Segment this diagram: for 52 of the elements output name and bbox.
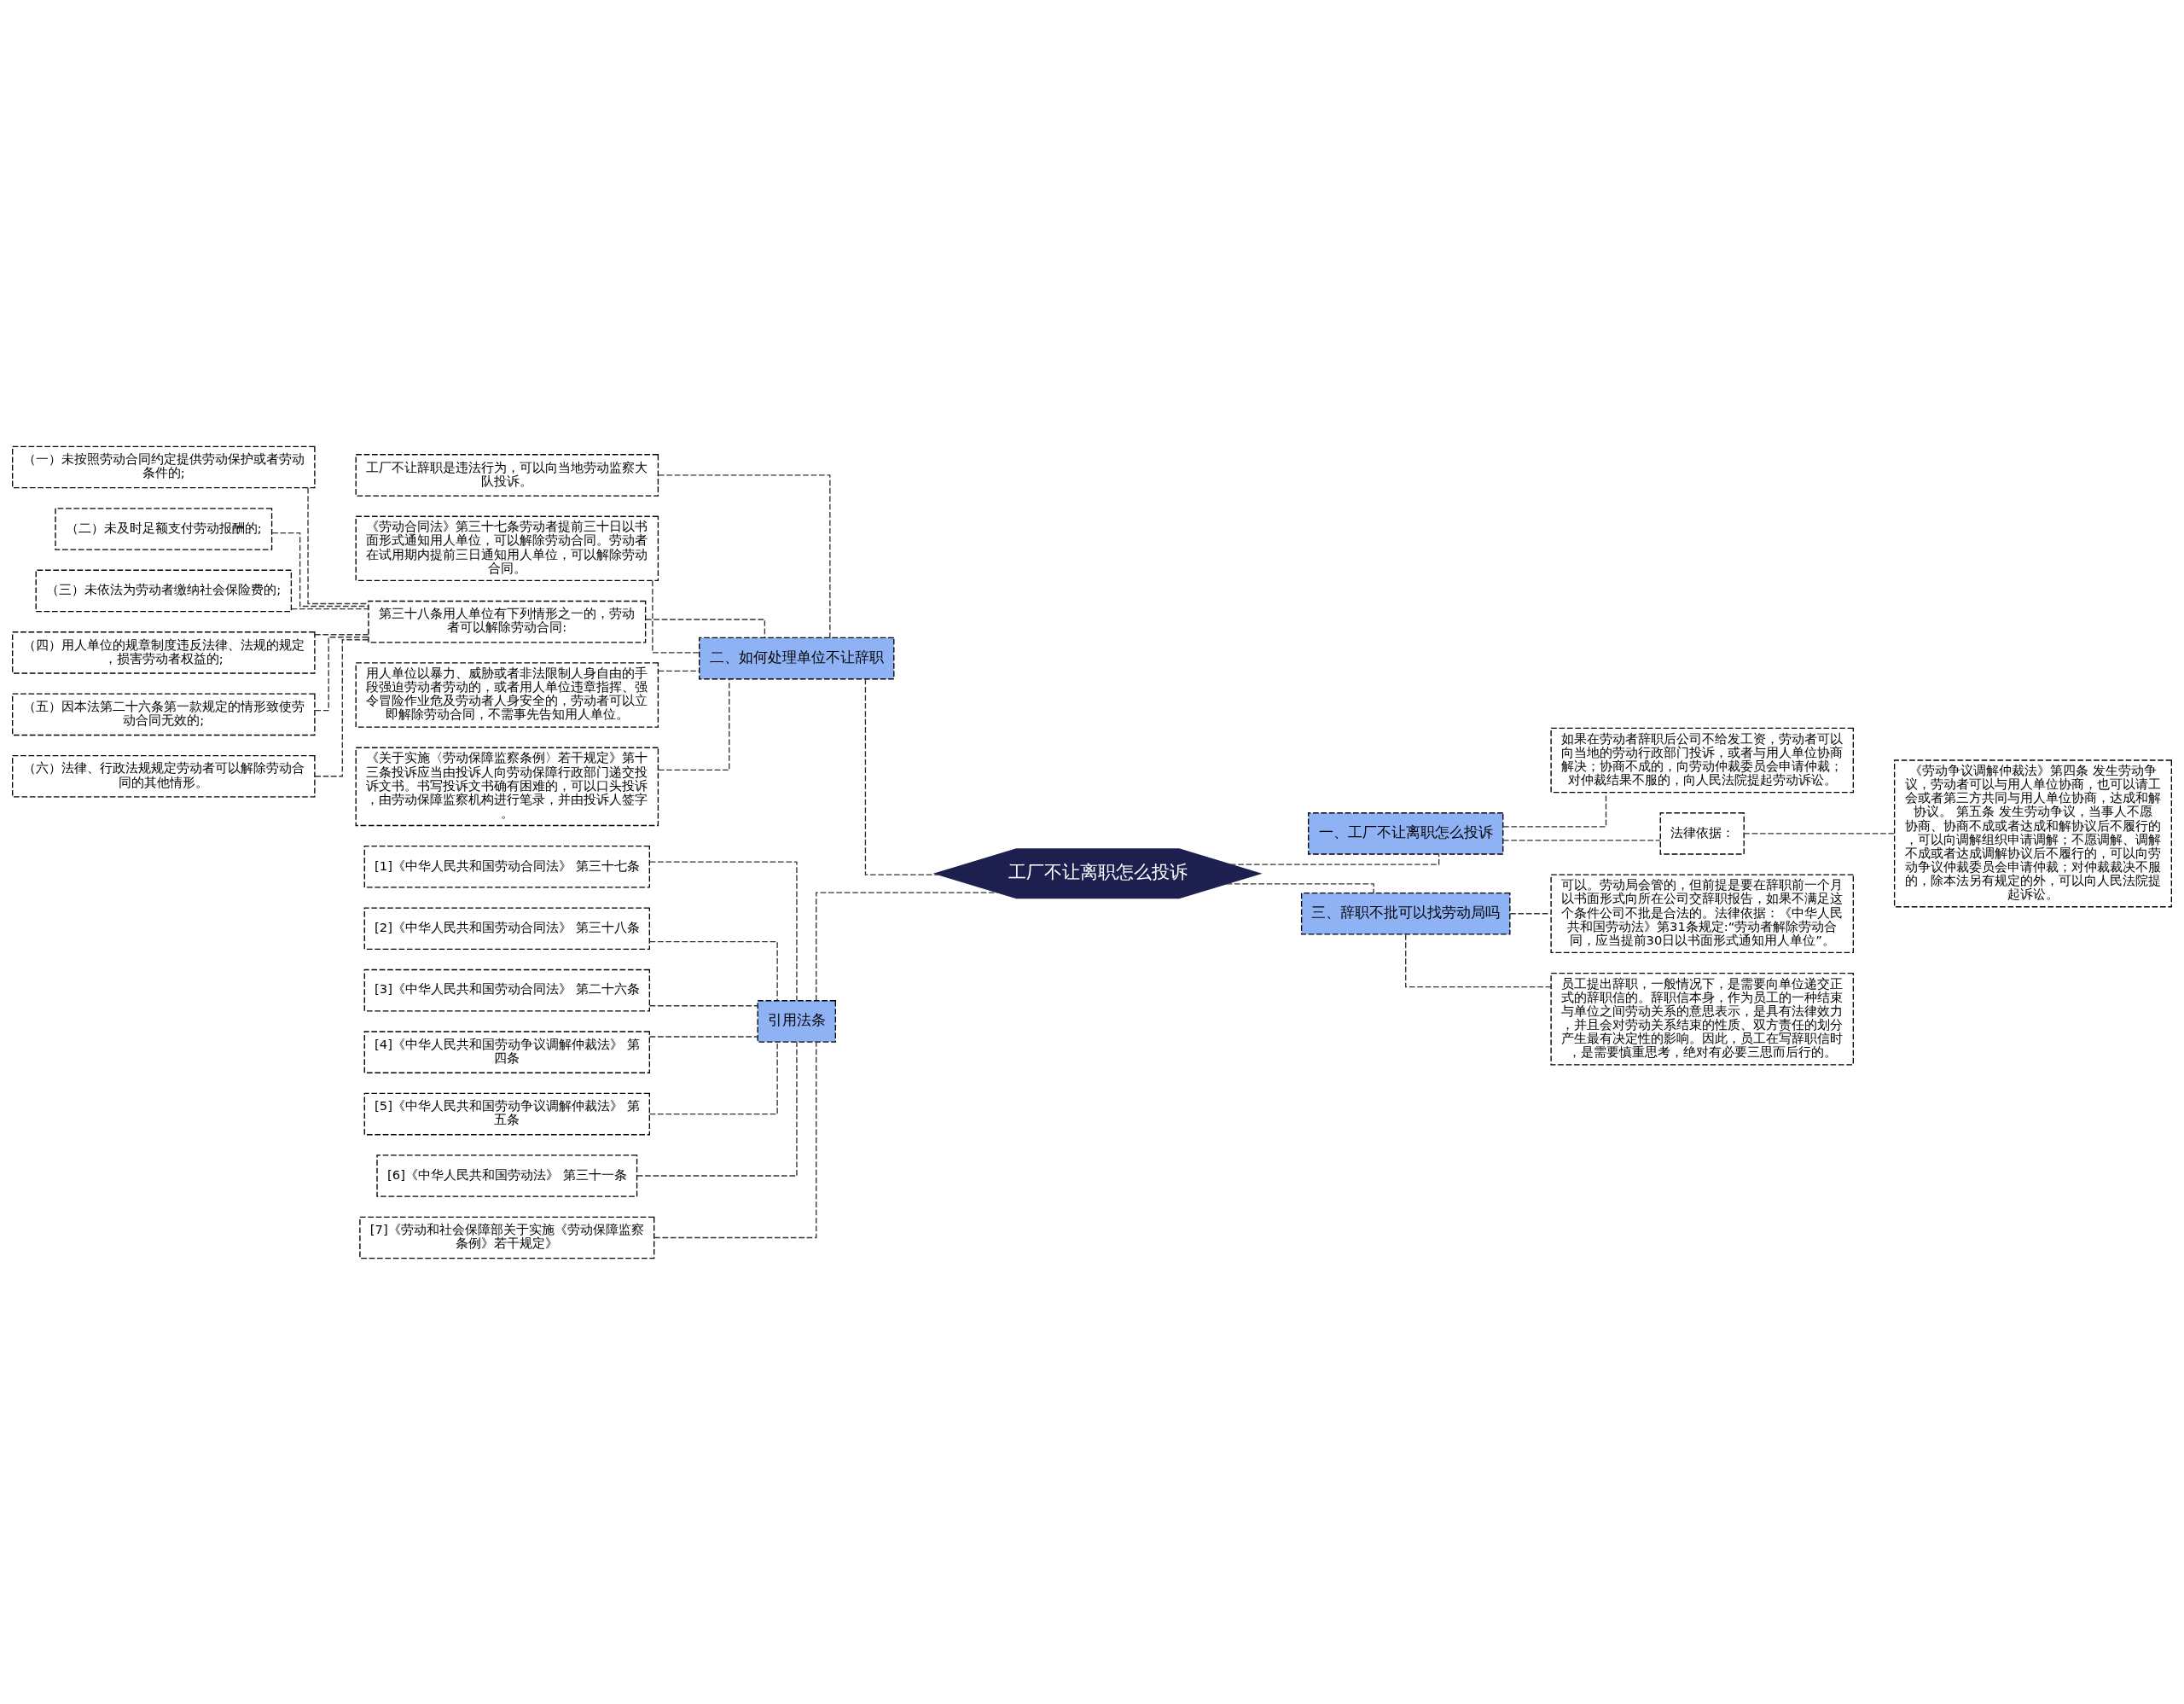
node-box: 二、如何处理单位不让辞职 [699, 637, 895, 679]
connector [1509, 912, 1552, 914]
connector [314, 636, 369, 711]
connector [657, 678, 730, 771]
node-box: 用人单位以暴力、威胁或者非法限制人身自由的手段强迫劳动者劳动的，或者用人单位违章指挥、强令冒险作业危及劳动者人身安全的，劳动者可以立即解除劳动合同，不需事先告知用人单位。 [355, 661, 659, 728]
connector [271, 532, 369, 607]
connector [1743, 832, 1896, 835]
node-box: 三、辞职不批可以找劳动局吗 [1300, 892, 1511, 935]
node-box: 如果在劳动者辞职后公司不给发工资，劳动者可以向当地的劳动行政部门投诉，或者与用人单位协商解决；协商不成的，向劳动仲裁委员会申请仲裁；对仲裁结果不服的，向人民法院提起劳动诉讼。 [1550, 727, 1854, 793]
node-box: [2]《中华人民共和国劳动合同法》 第三十八条 [363, 906, 650, 950]
connector [314, 633, 369, 635]
connector [1225, 882, 1374, 893]
connector [816, 891, 999, 1001]
connector [653, 1041, 817, 1238]
node-box: 第三十八条用人单位有下列情形之一的，劳动者可以解除劳动合同: [368, 600, 647, 643]
connector [648, 940, 778, 1001]
node-box: 工厂不让辞职是违法行为，可以向当地劳动监察大队投诉。 [355, 453, 659, 497]
node-box: 引用法条 [757, 999, 837, 1043]
node-box: （六）法律、行政法规规定劳动者可以解除劳动合同的其他情形。 [12, 754, 316, 798]
connector [1502, 791, 1607, 827]
connector [864, 678, 939, 875]
node-box: 《关于实施〈劳动保障监察条例〉若干规定》第十三条投诉应当由投诉人向劳动保障行政部门递交投诉文书。书写投诉文书确有困难的，可以口头投诉，由劳动保障监察机构进行笔录，并由投诉人签字。 [355, 747, 659, 826]
node-box: 一、工厂不让离职怎么投诉 [1308, 811, 1504, 855]
connector [648, 1004, 758, 1006]
connector [1229, 853, 1440, 865]
connector [648, 861, 798, 1001]
node-box: 可以。劳动局会管的，但前提是要在辞职前一个月以书面形式向所在公司交辞职报告，如果不满足这个条件公司不批是合法的。法律依据：《中华人民共和国劳动法》第31条规定:“劳动者解除劳动合同，应当提前30日以书面形式通知用人单位”。 [1550, 874, 1854, 953]
node-box: [6]《中华人民共和国劳动法》 第三十一条 [376, 1154, 638, 1197]
connector [1405, 933, 1552, 987]
connector [291, 608, 369, 609]
node-box: （二）未及时足额支付劳动报酬的; [55, 507, 273, 550]
node-box: 法律依据： [1659, 811, 1745, 855]
connector [314, 638, 369, 776]
node-box: （三）未依法为劳动者缴纳社会保险费的; [35, 569, 293, 612]
node-box: 《劳动争议调解仲裁法》第四条 发生劳动争议，劳动者可以与用人单位协商，也可以请工会或者第三方共同与用人单位协商，达成和解协议。 第五条 发生劳动争议，当事人不愿协商、协商不成或者达成和解协议后不履行的，可以向调解组织申请调解；不愿调解、调解不成或者达成调解协议后不履行的，可以向劳动争议仲裁委员会申请仲裁；对仲裁裁决不服的，除本法另有规定的外，可以向人民法院提起诉讼。 [1893, 759, 2172, 907]
connector [648, 1035, 758, 1038]
node-box: 《劳动合同法》第三十七条劳动者提前三十日以书面形式通知用人单位，可以解除劳动合同。劳动者在试用期内提前三日通知用人单位，可以解除劳动合同。 [355, 515, 659, 581]
connector [652, 579, 700, 654]
node-box: [3]《中华人民共和国劳动合同法》 第二十六条 [363, 968, 650, 1011]
node-box: 员工提出辞职，一般情况下，是需要向单位递交正式的辞职信的。辞职信本身，作为员工的一种结束与单位之间劳动关系的意思表示，是具有法律效力，并且会对劳动关系结束的性质、双方责任的划分产生最有决定性的影响。因此，员工在写辞职信时，是需要慎重思考，绝对有必要三思而后行的。 [1550, 972, 1854, 1066]
connector [636, 1041, 798, 1177]
node-box: （一）未按照劳动合同约定提供劳动保护或者劳动条件的; [12, 445, 316, 488]
connector [658, 474, 831, 638]
node-box: （四）用人单位的规章制度违反法律、法规的规定，损害劳动者权益的; [12, 631, 316, 674]
node-box: [1]《中华人民共和国劳动合同法》 第三十七条 [363, 845, 650, 888]
node-box: [7]《劳动和社会保障部关于实施《劳动保障监察条例》若干规定》 [359, 1216, 655, 1259]
node-box: [5]《中华人民共和国劳动争议调解仲裁法》 第五条 [363, 1092, 650, 1135]
connector [657, 670, 700, 672]
connector [648, 1041, 778, 1114]
node-box: （五）因本法第二十六条第一款规定的情形致使劳动合同无效的; [12, 693, 316, 736]
connector [1502, 839, 1661, 841]
node-box: [4]《中华人民共和国劳动争议调解仲裁法》 第四条 [363, 1030, 650, 1073]
